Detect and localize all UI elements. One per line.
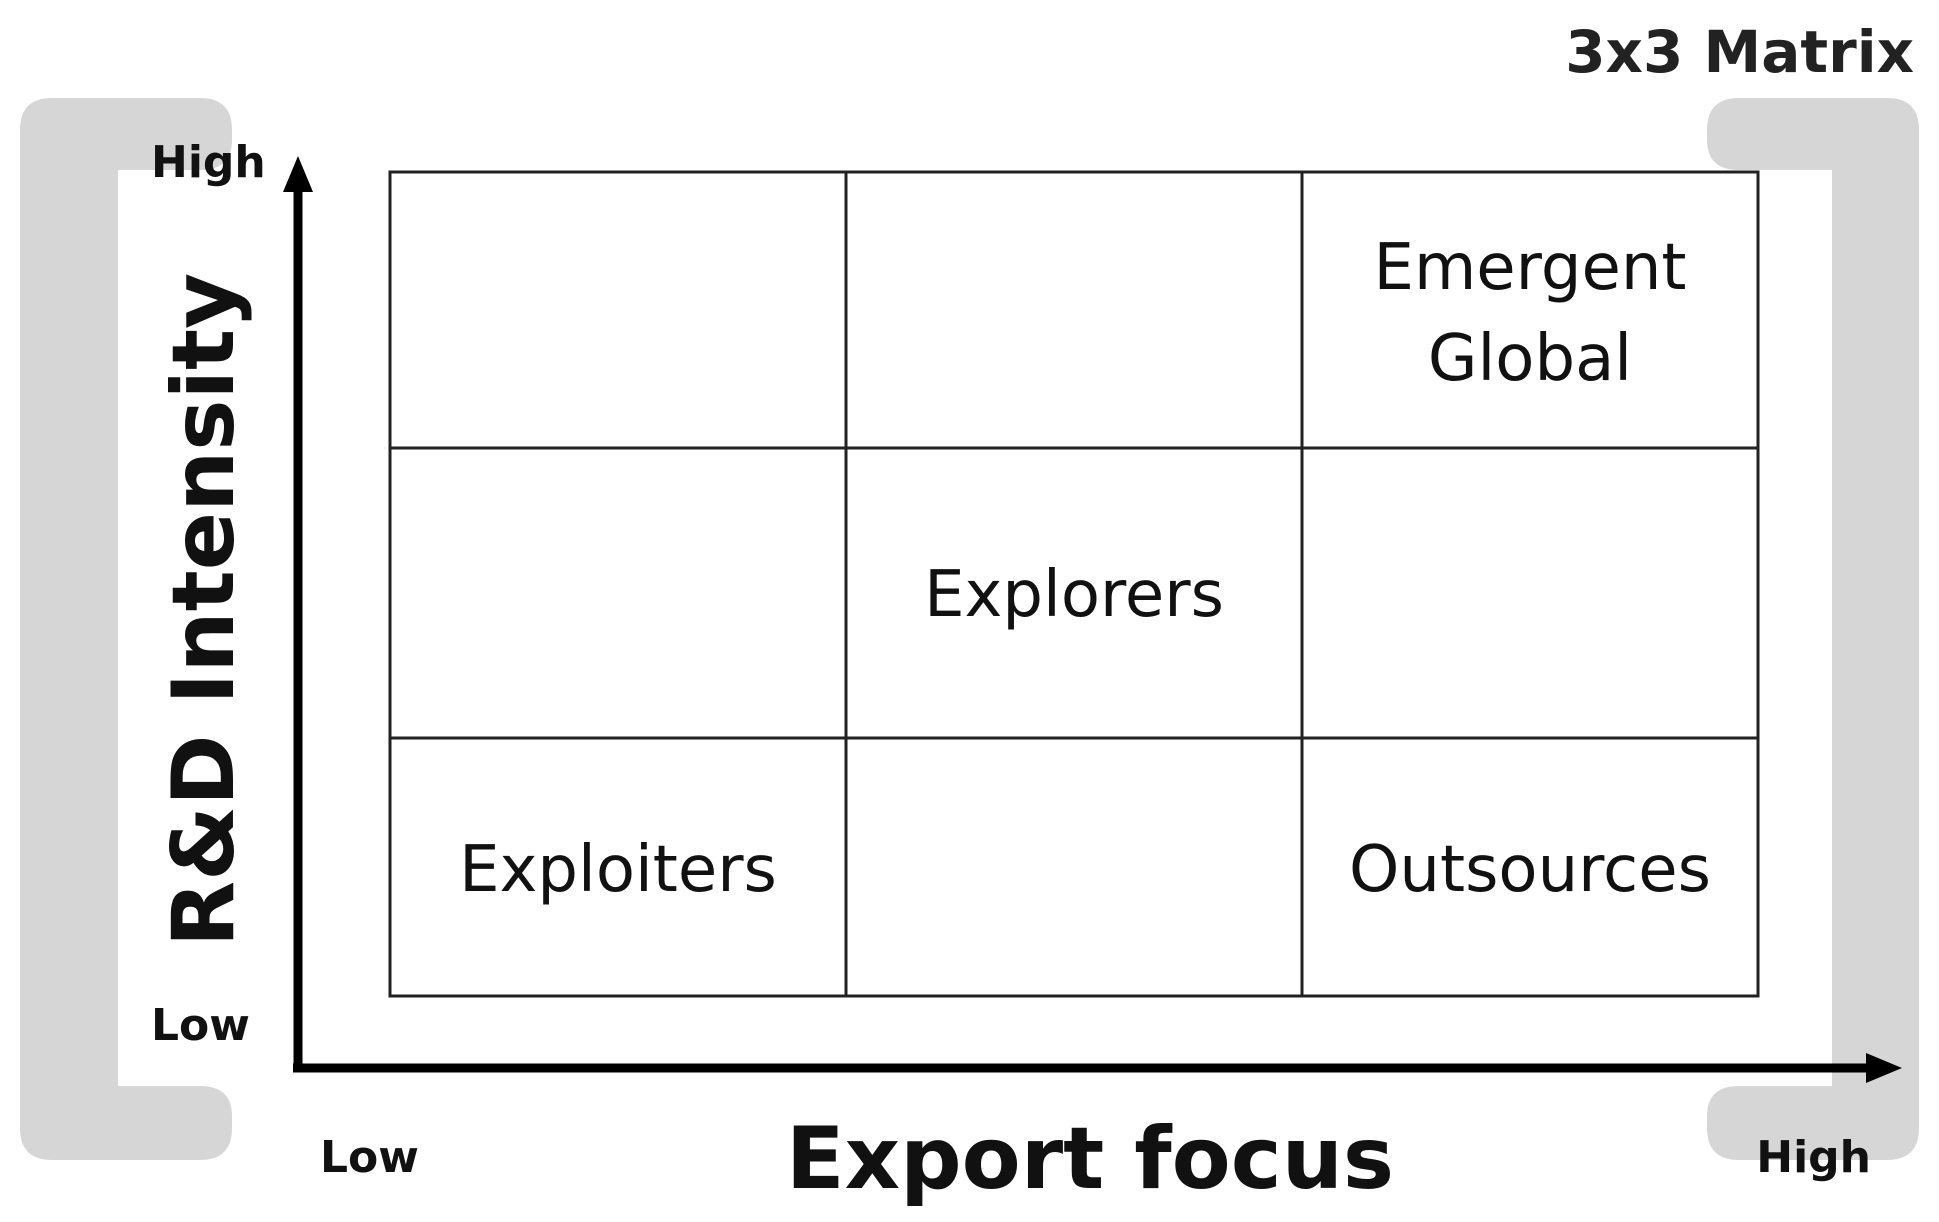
cell-label-exploiters: Exploiters bbox=[459, 833, 777, 907]
right-bracket bbox=[1707, 98, 1919, 1160]
cell-label-global: Global bbox=[1428, 322, 1632, 396]
cell-label-outsources: Outsources bbox=[1349, 833, 1711, 907]
y-axis-title: R&D Intensity bbox=[154, 273, 254, 947]
x-axis-arrow-icon bbox=[1866, 1053, 1902, 1083]
matrix-grid bbox=[388, 170, 1760, 998]
y-axis-high-label: High bbox=[151, 137, 266, 188]
cell-label-emergent: Emergent bbox=[1374, 231, 1687, 305]
y-axis-low-label: Low bbox=[151, 1000, 250, 1051]
x-axis-low-label: Low bbox=[320, 1132, 419, 1183]
cell-top-center bbox=[844, 170, 1304, 450]
cell-bottom-left bbox=[388, 736, 848, 998]
x-axis-high-label: High bbox=[1756, 1132, 1871, 1183]
cell-top-left bbox=[388, 170, 848, 450]
left-bracket bbox=[20, 98, 232, 1160]
cell-middle-left bbox=[388, 446, 848, 740]
cell-bottom-center bbox=[844, 736, 1304, 998]
x-axis-title: Export focus bbox=[786, 1109, 1394, 1209]
cell-top-right bbox=[1300, 170, 1760, 450]
matrix-title: 3x3 Matrix bbox=[1565, 18, 1914, 86]
cell-middle-right bbox=[1300, 446, 1760, 740]
cell-bottom-right bbox=[1300, 736, 1760, 998]
cell-label-explorers: Explorers bbox=[924, 558, 1224, 632]
y-axis-arrow-icon bbox=[283, 156, 313, 192]
